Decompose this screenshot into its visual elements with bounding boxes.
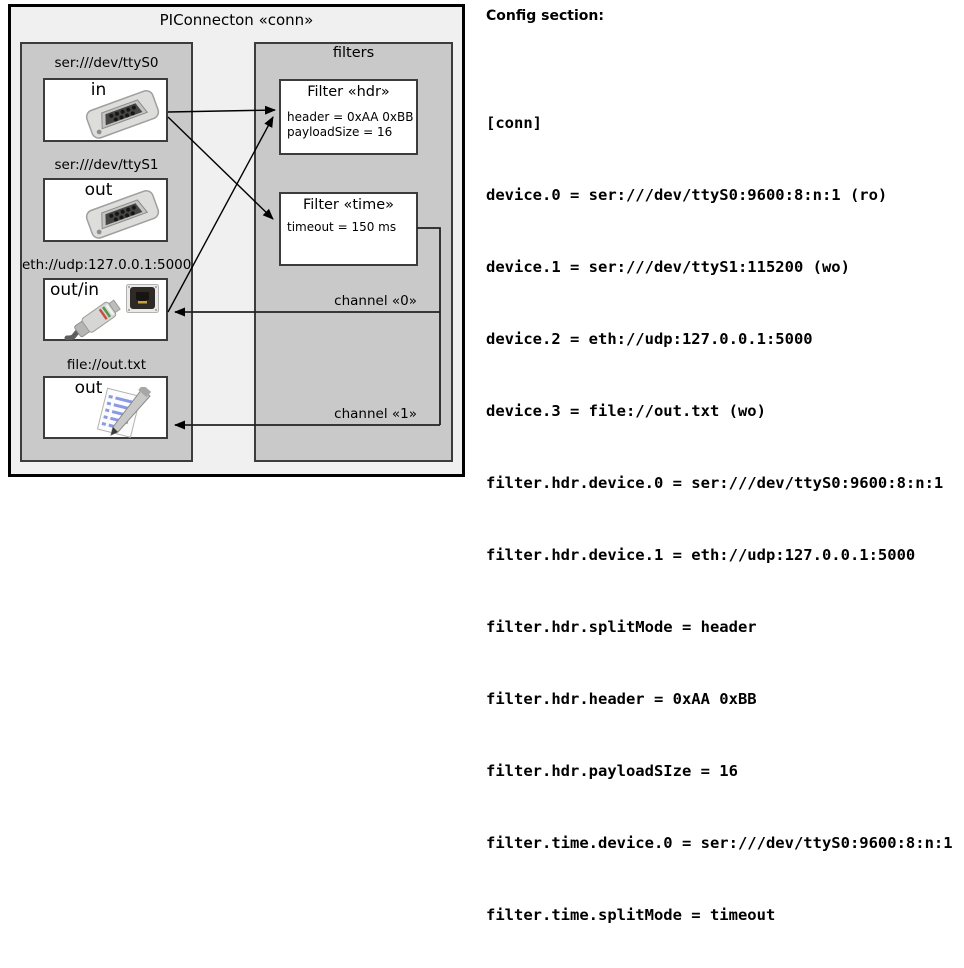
filters-group-label: filters — [332, 45, 375, 61]
notepad-pencil-icon — [96, 387, 152, 438]
connection-diagram-panel: PIConnecton «conn» ser:///dev/ttyS0 in s… — [8, 4, 465, 477]
filter-time-box: Filter «time» timeout = 150 ms — [279, 192, 418, 266]
device-direction-label: out — [74, 378, 103, 398]
device-box-ttyS1: out — [43, 178, 168, 242]
filter-hdr-title: Filter «hdr» — [307, 84, 390, 100]
config-line: device.1 = ser:///dev/ttyS1:115200 (wo) — [486, 258, 850, 276]
serial-db9-icon — [85, 90, 160, 139]
filter-attribute: header = 0xAA 0xBB — [287, 110, 414, 124]
device-direction-label: in — [90, 80, 107, 100]
filter-time-attributes: timeout = 150 ms — [287, 220, 414, 235]
filter-attribute: timeout = 150 ms — [287, 220, 397, 234]
device-direction-label: out — [84, 180, 113, 200]
config-line: filter.hdr.device.0 = ser:///dev/ttyS0:9… — [486, 474, 944, 492]
ethernet-port-icon — [126, 284, 159, 313]
device-caption-eth: eth://udp:127.0.0.1:5000 — [22, 257, 192, 273]
channel-0-label: channel «0» — [334, 293, 417, 309]
serial-db9-icon — [85, 190, 160, 239]
diagram-title: PIConnecton «conn» — [159, 11, 314, 29]
device-caption-ttyS0: ser:///dev/ttyS0 — [54, 55, 159, 71]
config-lines: [conn] device.0 = ser:///dev/ttyS0:9600:… — [486, 42, 953, 968]
config-line: device.2 = eth://udp:127.0.0.1:5000 — [486, 330, 813, 348]
filter-attribute: payloadSize = 16 — [287, 125, 393, 139]
filter-hdr-box: Filter «hdr» header = 0xAA 0xBB payloadS… — [279, 79, 418, 155]
device-caption-ttyS1: ser:///dev/ttyS1 — [54, 157, 159, 173]
ethernet-plug-icon — [64, 299, 121, 340]
device-caption-file: file://out.txt — [66, 357, 147, 373]
channel-1-label: channel «1» — [334, 406, 417, 422]
filter-time-title: Filter «time» — [302, 197, 395, 213]
config-panel: Config section: [conn] device.0 = ser://… — [486, 0, 964, 924]
config-line: filter.hdr.device.1 = eth://udp:127.0.0.… — [486, 546, 916, 564]
device-box-file: out — [43, 376, 168, 439]
filters-group: filters Filter «hdr» header = 0xAA 0xBB … — [254, 42, 453, 462]
filter-hdr-attributes: header = 0xAA 0xBB payloadSize = 16 — [287, 110, 414, 140]
config-line: filter.time.splitMode = timeout — [486, 906, 776, 924]
config-line: filter.time.device.0 = ser:///dev/ttyS0:… — [486, 834, 953, 852]
config-line: device.3 = file://out.txt (wo) — [486, 402, 766, 420]
config-line: filter.hdr.header = 0xAA 0xBB — [486, 690, 757, 708]
device-box-ttyS0: in — [43, 78, 168, 142]
config-line: filter.hdr.payloadSIze = 16 — [486, 762, 738, 780]
device-box-eth: out/in — [43, 278, 168, 341]
config-heading: Config section: — [486, 8, 604, 24]
device-direction-label: out/in — [50, 280, 100, 300]
config-line: [conn] — [486, 114, 542, 132]
devices-group: ser:///dev/ttyS0 in ser:///dev/ttyS1 out — [20, 42, 193, 462]
config-line: filter.hdr.splitMode = header — [486, 618, 757, 636]
config-line: device.0 = ser:///dev/ttyS0:9600:8:n:1 (… — [486, 186, 888, 204]
